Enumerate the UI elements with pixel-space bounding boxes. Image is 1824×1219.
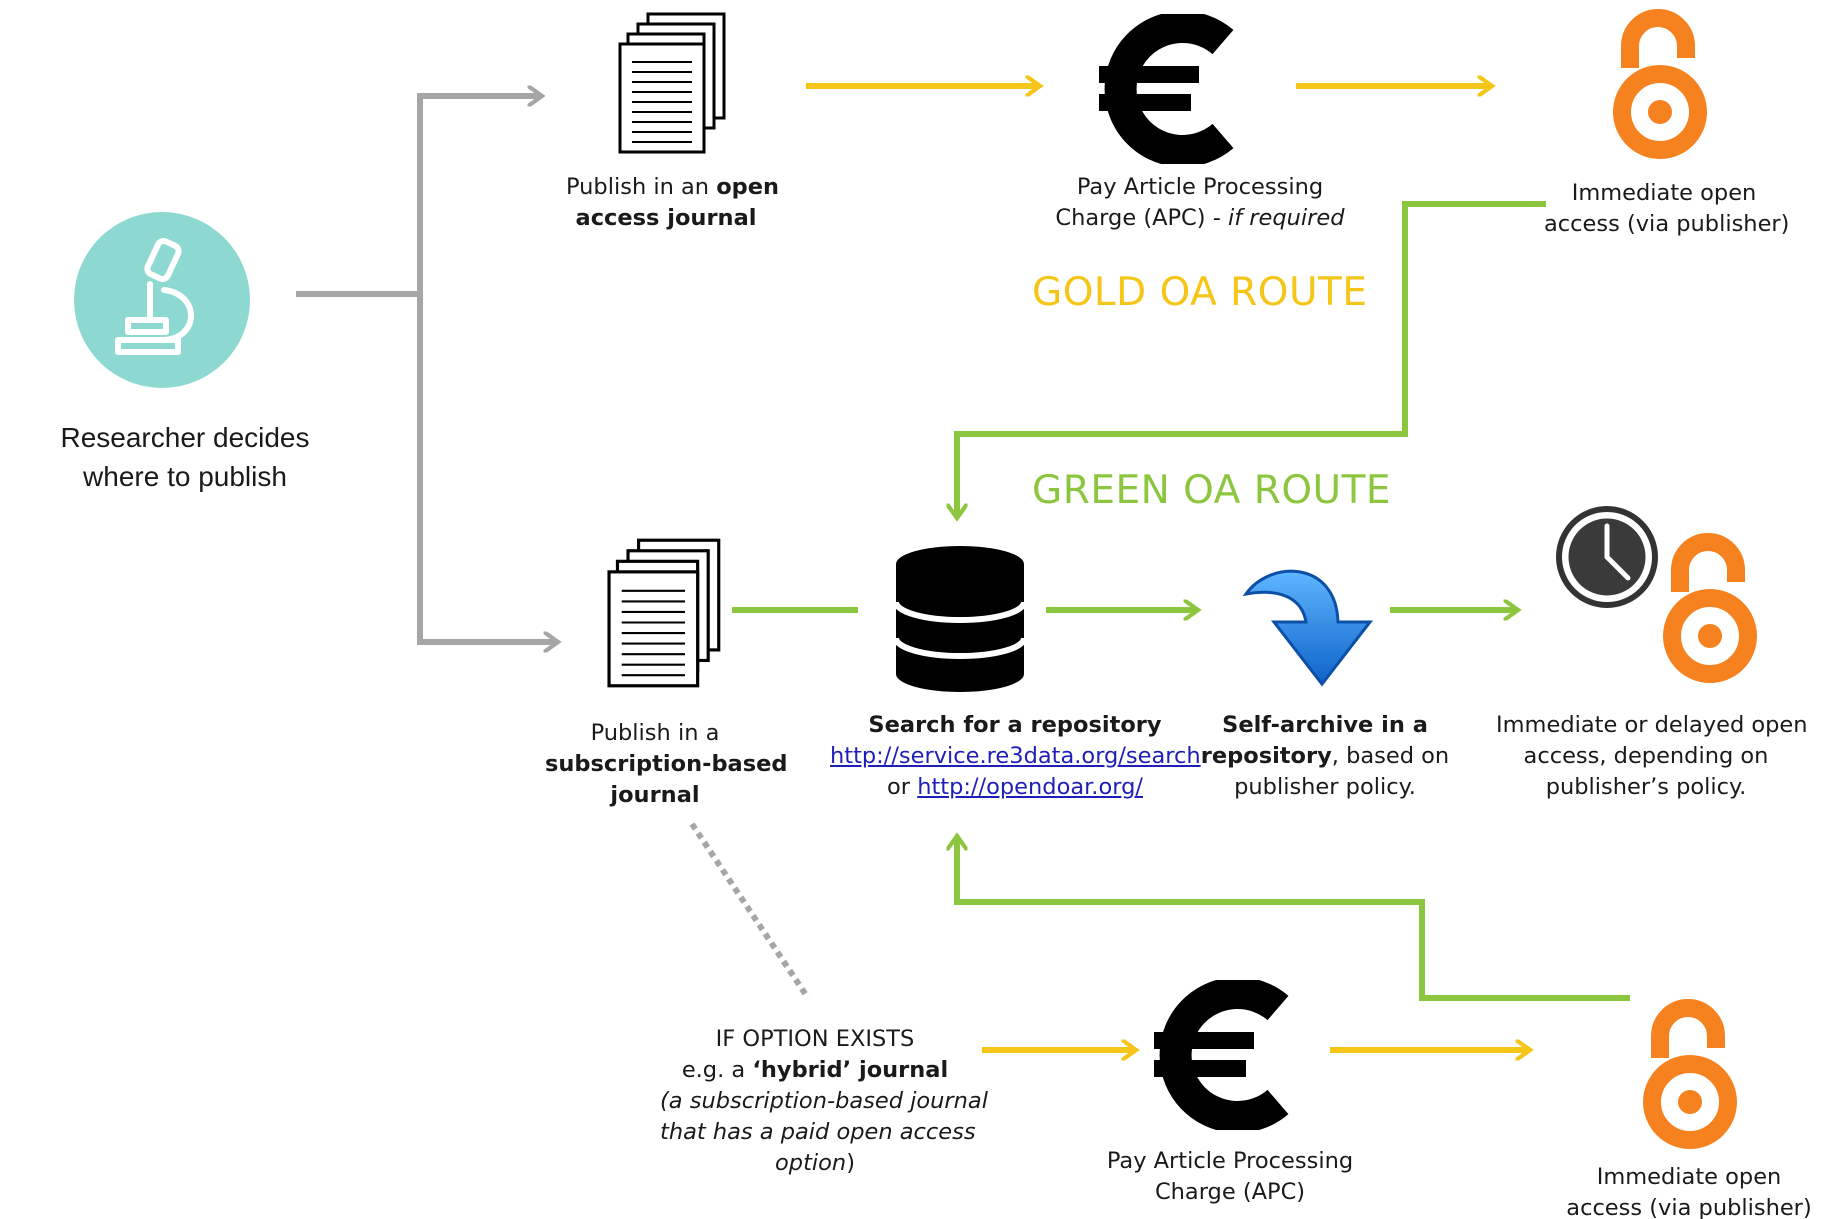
- document-stack-icon: [618, 12, 726, 154]
- opendoar-link[interactable]: http://opendoar.org/: [917, 774, 1143, 800]
- microscope-icon: [74, 212, 250, 388]
- hybrid-option-label: IF OPTION EXISTS e.g. a ‘hybrid’ journal…: [660, 1026, 988, 1176]
- search-repository-label: Search for a repository http://service.r…: [830, 712, 1201, 800]
- open-access-lock-icon: [1613, 9, 1707, 159]
- gold-oa-route-label: GOLD OA ROUTE: [1032, 270, 1368, 315]
- researcher-label: Researcher decides where to publish: [60, 422, 310, 492]
- pay-apc-gold-label: Pay Article Processing Charge (APC) - if…: [1055, 174, 1345, 231]
- green-oa-route-label: GREEN OA ROUTE: [1032, 468, 1392, 513]
- immediate-oa-hybrid-label: Immediate open access (via publisher): [1566, 1164, 1812, 1219]
- open-access-lock-icon: [1643, 999, 1737, 1149]
- gray-branch-connector: [296, 96, 556, 642]
- open-access-lock-icon: [1663, 533, 1757, 683]
- self-archive-label: Self-archive in a repository, based on p…: [1200, 712, 1450, 800]
- delayed-oa-label: Immediate or delayed open access, depend…: [1496, 712, 1808, 800]
- clock-icon: [1556, 506, 1658, 608]
- database-icon: [893, 546, 1027, 692]
- euro-icon: [1154, 980, 1289, 1130]
- dotted-connector-hybrid: [689, 822, 811, 1000]
- re3data-link[interactable]: http://service.re3data.org/search: [830, 743, 1201, 769]
- green-connector-hybrid-oa-to-repository: [957, 838, 1630, 1001]
- document-stack-icon: [607, 538, 721, 688]
- subscription-journal-label: Publish in a subscription-based journal: [545, 720, 788, 808]
- curved-down-arrow-icon: [1242, 569, 1374, 687]
- immediate-oa-gold-label: Immediate open access (via publisher): [1544, 180, 1790, 237]
- green-connector-gold-oa-to-repository: [957, 201, 1546, 516]
- oa-journal-label: Publish in an open access journal: [566, 174, 780, 231]
- euro-icon: [1099, 14, 1234, 164]
- pay-apc-hybrid-label: Pay Article Processing Charge (APC): [1106, 1148, 1354, 1205]
